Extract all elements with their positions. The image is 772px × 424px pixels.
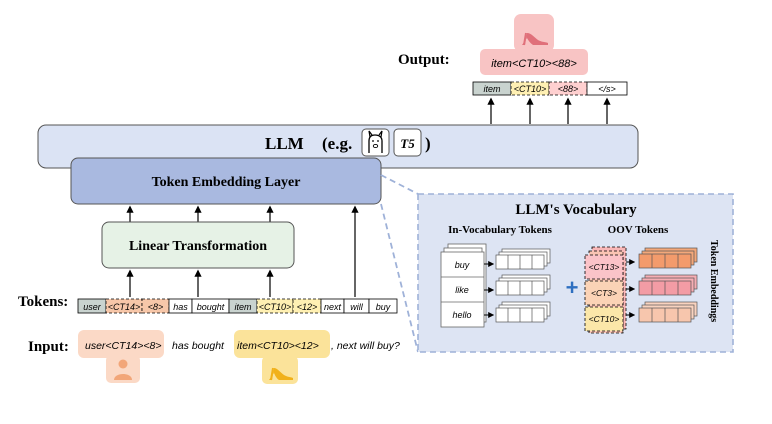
token-embeddings-side-label: Token Embeddings <box>708 240 719 322</box>
in-vocab-embedding-cells <box>507 255 533 322</box>
token: has <box>173 302 188 312</box>
in-vocab-embeddings <box>495 248 551 323</box>
token: bought <box>197 302 225 312</box>
oov-embedding-cells <box>651 254 679 322</box>
input-user-text: user<CT14><8> <box>85 340 161 352</box>
in-vocab-title: In-Vocabulary Tokens <box>448 224 553 236</box>
input-end-text: , next will buy? <box>331 340 400 352</box>
token: will <box>350 302 363 312</box>
llm-title: LLM <box>265 134 304 153</box>
linear-transformation-label: Linear Transformation <box>129 239 267 254</box>
oov-token: <CT13> <box>589 262 620 272</box>
output-token: </s> <box>598 84 616 94</box>
token: next <box>324 302 342 312</box>
llm-eg-open: (e.g. <box>322 134 352 153</box>
output-token: <CT10> <box>514 84 547 94</box>
input-label: Input: <box>28 339 69 355</box>
input-item-highlight <box>234 330 330 358</box>
tokens-label: Tokens: <box>18 294 68 310</box>
llm-eg-close: ) <box>425 134 431 153</box>
output-token: item <box>483 84 501 94</box>
token-box <box>368 298 398 314</box>
oov-embeddings <box>638 247 698 323</box>
in-vocab-word: like <box>455 285 469 295</box>
oov-token: <CT3> <box>591 288 617 298</box>
in-vocab-word: buy <box>455 260 470 270</box>
vocab-connector-lines <box>380 174 419 353</box>
vocab-title: LLM's Vocabulary <box>515 202 637 218</box>
output-text: item<CT10><88> <box>491 58 577 70</box>
token: <CT14> <box>108 302 141 312</box>
token: user <box>83 302 102 312</box>
user-person-icon <box>106 355 140 383</box>
high-heel-icon <box>514 14 554 52</box>
input-item-text: item<CT10><12> <box>237 340 319 352</box>
linear-arrows <box>126 269 274 297</box>
token-embedding-layer <box>70 157 382 205</box>
oov-token-stack: <CT13> <CT3> <CT10> <box>584 246 627 334</box>
output-arrows <box>487 97 611 124</box>
output-token-box <box>510 81 550 96</box>
linear-transformation-block <box>101 221 295 269</box>
oov-title: OOV Tokens <box>608 224 669 236</box>
output-token: <88> <box>558 84 579 94</box>
token: <8> <box>148 302 164 312</box>
in-vocab-word: hello <box>452 310 471 320</box>
oov-token: <CT10> <box>589 314 620 324</box>
token: <CT10> <box>259 302 292 312</box>
token: item <box>234 302 252 312</box>
output-token-box <box>548 81 588 96</box>
output-label: Output: <box>398 52 450 68</box>
token: <12> <box>297 302 318 312</box>
in-vocab-arrows <box>484 261 495 318</box>
high-heel-icon <box>262 356 298 384</box>
token: buy <box>376 302 391 312</box>
embedding-arrows <box>126 205 359 297</box>
output-token-box <box>586 81 628 96</box>
token-box <box>141 298 170 314</box>
t5-label: T5 <box>400 136 415 151</box>
output-tokens: item <CT10> <88> </s> <box>472 81 628 96</box>
llama-icon <box>361 128 390 157</box>
input-mid-text: has bought <box>172 340 225 352</box>
oov-arrows <box>626 259 636 318</box>
tokens-row: user <CT14> <8> has bought item <CT10> <… <box>77 298 398 314</box>
in-vocab-word-stack: buy like hello <box>440 243 487 328</box>
token-embedding-label: Token Embedding Layer <box>152 175 301 190</box>
output-highlight <box>480 49 588 75</box>
t5-model-box <box>393 128 422 157</box>
plus-icon: + <box>566 275 579 300</box>
input-user-highlight <box>78 330 164 358</box>
